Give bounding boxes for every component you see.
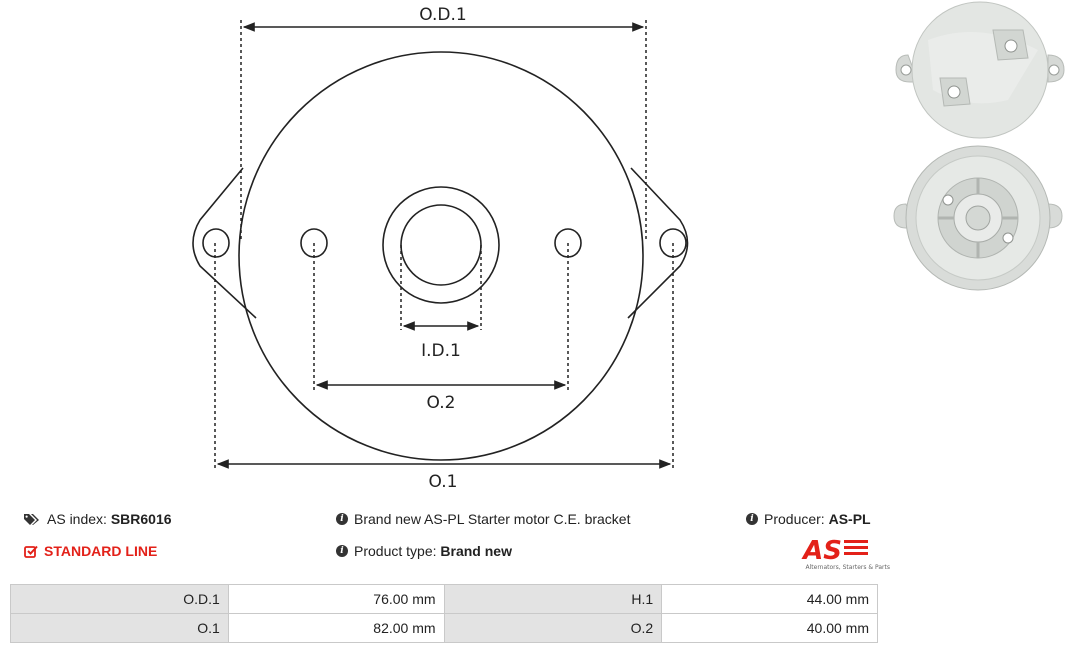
product-type: i Product type: Brand new (336, 543, 512, 559)
spec-key: O.2 (443, 613, 663, 643)
o2-label: O.2 (427, 393, 456, 413)
description-text: Brand new AS-PL Starter motor C.E. brack… (354, 511, 631, 527)
spec-value: 82.00 mm (227, 613, 445, 643)
producer-value: AS-PL (828, 511, 871, 527)
info-icon: i (746, 513, 758, 525)
od1-label: O.D.1 (419, 5, 466, 25)
hub-inner (400, 204, 482, 286)
standard-line-label: STANDARD LINE (44, 543, 158, 559)
as-index: AS index: SBR6016 (24, 511, 172, 527)
product-photo-bottom (893, 145, 1063, 291)
spec-key: O.1 (10, 613, 229, 643)
spec-value: 44.00 mm (661, 584, 878, 614)
product-type-label: Product type: (354, 543, 437, 559)
table-row: O.1 82.00 mm O.2 40.00 mm (10, 613, 878, 643)
as-index-value: SBR6016 (110, 511, 172, 527)
description: i Brand new AS-PL Starter motor C.E. bra… (336, 511, 631, 527)
spec-value: 40.00 mm (661, 613, 878, 643)
info-icon: i (336, 513, 348, 525)
technical-drawing: O.D.1 I.D.1 O.2 O.1 (192, 5, 689, 490)
spec-key: O.D.1 (10, 584, 229, 614)
as-index-label: AS index: (47, 511, 107, 527)
producer-label: Producer: (764, 511, 825, 527)
check-square-icon (24, 545, 38, 558)
hub-outer (382, 186, 500, 304)
left-ear (192, 167, 257, 319)
logo-tagline: Alternators, Starters & Parts (806, 564, 891, 571)
standard-line-badge: STANDARD LINE (24, 543, 157, 559)
as-pl-logo: AS Alternators, Starters & Parts (801, 536, 891, 571)
product-photo-top (895, 1, 1065, 139)
specs-table: O.D.1 76.00 mm H.1 44.00 mm O.1 82.00 mm… (10, 584, 878, 643)
o1-label: O.1 (429, 472, 458, 490)
logo-text: AS (801, 536, 842, 566)
spec-value: 76.00 mm (227, 584, 445, 614)
product-type-value: Brand new (440, 543, 512, 559)
right-ear (627, 167, 689, 319)
left-ear-hole (202, 228, 230, 258)
spec-key: H.1 (443, 584, 663, 614)
id1-label: I.D.1 (421, 341, 461, 361)
tags-icon (24, 513, 39, 525)
info-icon: i (336, 545, 348, 557)
table-row: O.D.1 76.00 mm H.1 44.00 mm (10, 584, 878, 614)
producer: i Producer: AS-PL (746, 511, 871, 527)
